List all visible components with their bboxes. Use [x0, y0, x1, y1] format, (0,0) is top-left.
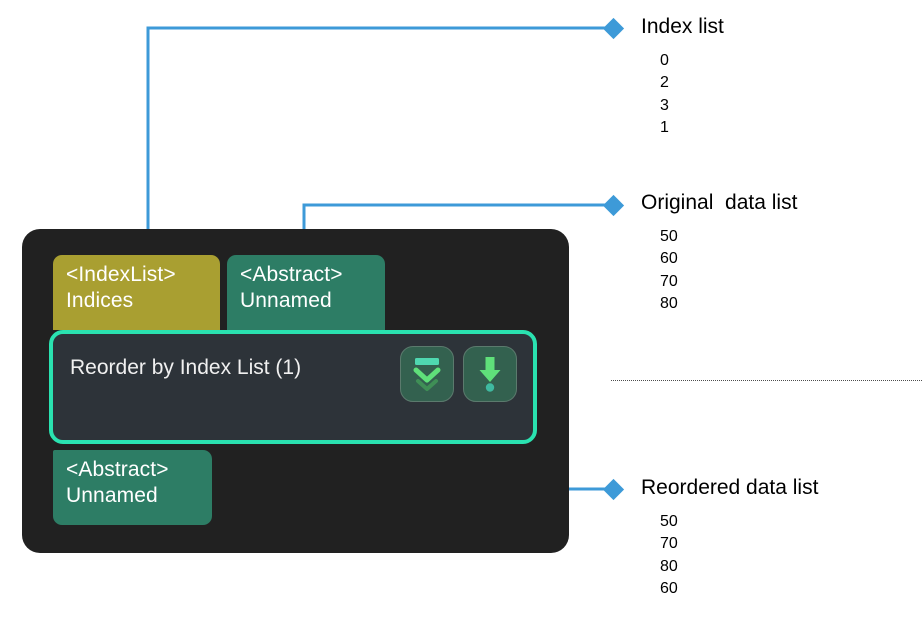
collapse-chevrons-button[interactable]	[400, 346, 454, 402]
operation-node-content: Reorder by Index List (1)	[53, 334, 533, 440]
input-port-abstract-type: <Abstract>	[240, 263, 343, 286]
annotation-index-list-values: 0 2 3 1	[660, 50, 724, 139]
list-item: 1	[660, 118, 669, 136]
output-port-abstract-name: Unnamed	[66, 483, 158, 507]
annotation-index-list: Index list 0 2 3 1	[641, 15, 724, 139]
input-port-indices-name: Indices	[66, 288, 134, 312]
list-item: 60	[660, 579, 678, 597]
annotation-reordered-data-list: Reordered data list 50 70 80 60	[641, 476, 818, 600]
output-port-abstract[interactable]: <Abstract> Unnamed	[53, 450, 212, 525]
operation-node-buttons	[400, 346, 519, 402]
operation-node-title: Reorder by Index List (1)	[70, 356, 302, 379]
label-diamond-original-data	[602, 194, 625, 217]
input-port-indices-type: <IndexList>	[66, 263, 176, 286]
annotation-original-data-list-title: Original data list	[641, 191, 798, 214]
list-item: 50	[660, 228, 678, 246]
list-item: 2	[660, 74, 669, 92]
annotation-original-data-list-values: 50 60 70 80	[660, 226, 797, 315]
label-diamond-index-list	[602, 17, 625, 40]
annotation-reordered-data-list-values: 50 70 80 60	[660, 511, 818, 600]
down-arrow-execute-icon	[479, 357, 501, 392]
annotation-index-list-title: Index list	[641, 15, 724, 38]
collapse-chevrons-icon	[413, 358, 441, 391]
list-item: 0	[660, 52, 669, 70]
node-graph-container: <IndexList> Indices <Abstract> Unnamed R…	[22, 229, 569, 553]
down-arrow-execute-button[interactable]	[463, 346, 517, 402]
connector-index-list	[146, 26, 613, 262]
list-item: 60	[660, 250, 678, 268]
list-item: 80	[660, 294, 678, 312]
list-item: 80	[660, 557, 678, 575]
annotation-original-data-list: Original data list 50 60 70 80	[641, 191, 797, 315]
list-item: 70	[660, 272, 678, 290]
output-port-abstract-type: <Abstract>	[66, 458, 169, 481]
operation-node-reorder-by-index-list[interactable]: Reorder by Index List (1)	[49, 330, 537, 444]
section-divider	[611, 380, 922, 381]
list-item: 3	[660, 96, 669, 114]
list-item: 50	[660, 513, 678, 531]
input-port-abstract[interactable]: <Abstract> Unnamed	[227, 255, 385, 330]
list-item: 70	[660, 535, 678, 553]
input-port-abstract-name: Unnamed	[240, 288, 332, 312]
label-diamond-reordered-data	[602, 478, 625, 501]
input-port-indices[interactable]: <IndexList> Indices	[53, 255, 220, 330]
annotation-reordered-data-list-title: Reordered data list	[641, 476, 819, 499]
